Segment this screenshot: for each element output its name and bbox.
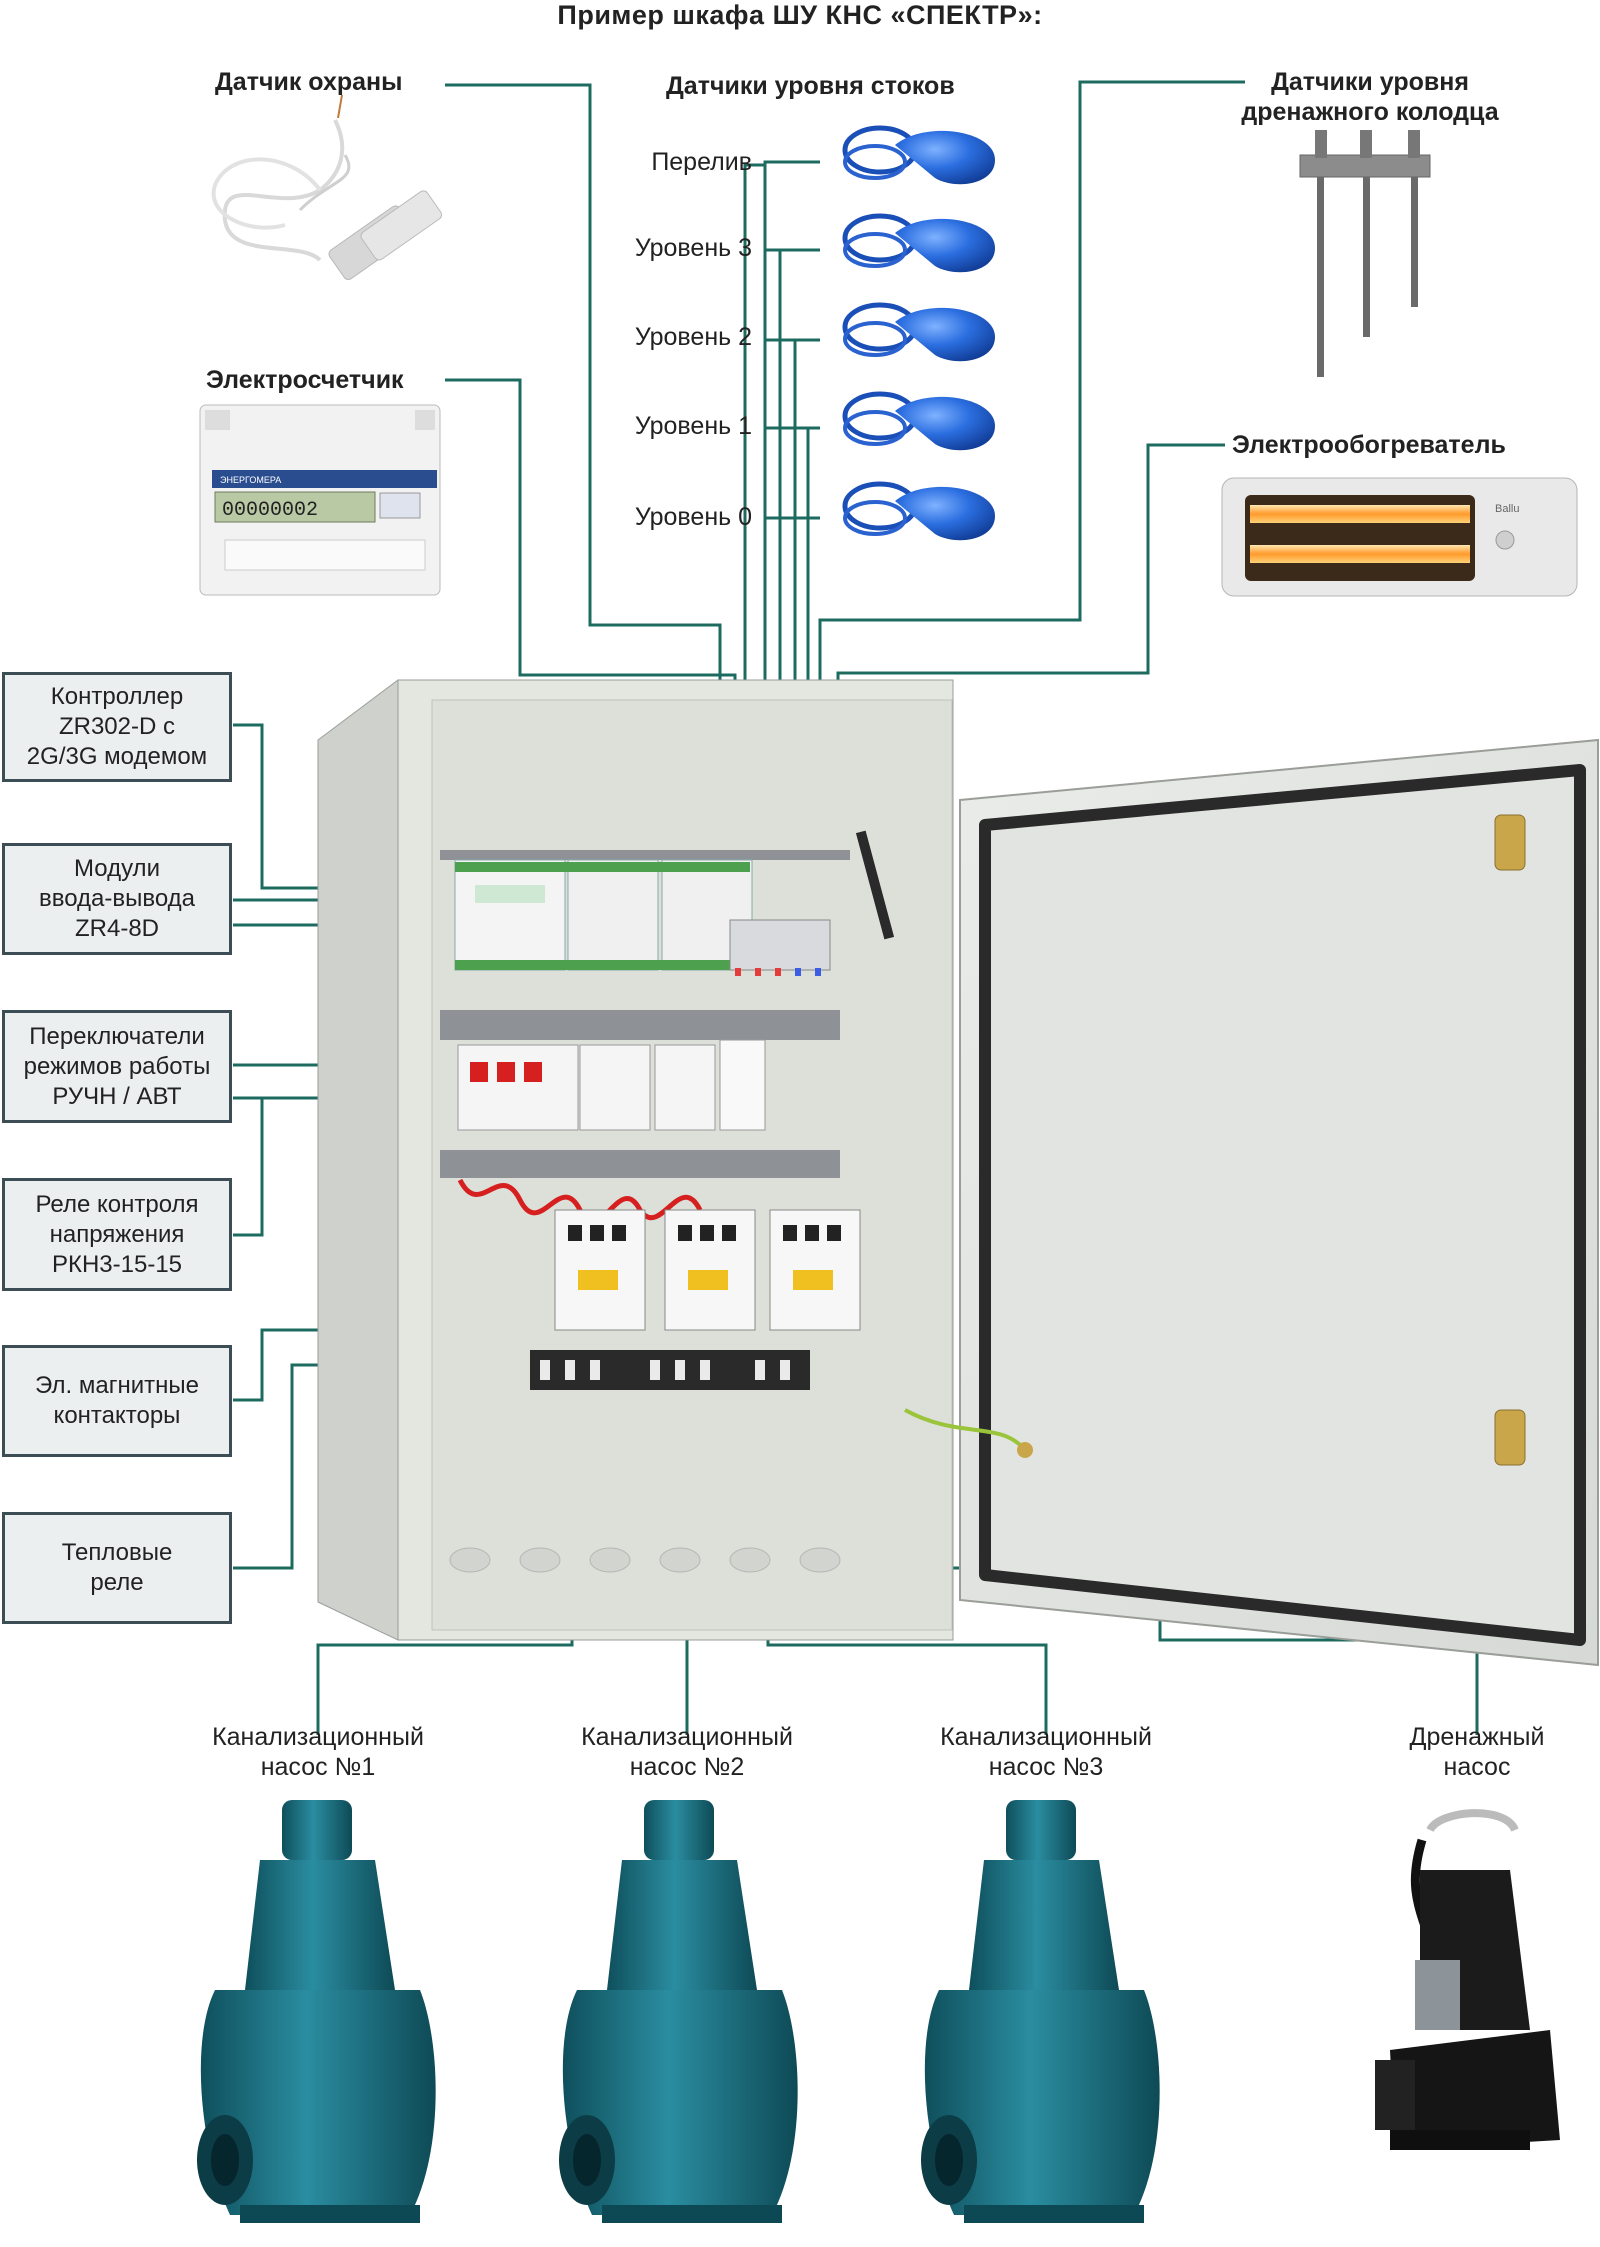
drainage-pump-label: Дренажный насос [1357, 1722, 1597, 1782]
callout-mode-switches-line: РУЧН / АВТ [52, 1082, 182, 1110]
callout-io-modules-line: Модули [74, 855, 160, 882]
callout-controller: Контроллер ZR302-D с 2G/3G модемом [2, 672, 232, 782]
electric-meter-label: Электросчетчик [206, 366, 404, 394]
page-title: Пример шкафа ШУ КНС «СПЕКТР»: [557, 0, 1043, 30]
drainage-pump-label-line1: Дренажный [1409, 1723, 1545, 1751]
pump-2-label-line1: Канализационный [581, 1723, 793, 1751]
callout-controller-line: ZR302-D с [58, 713, 175, 740]
level-label-overflow: Перелив [651, 148, 752, 176]
callout-mode-switches: Переключатели режимов работы РУЧН / АВТ [2, 1010, 232, 1123]
heater-brand: Ballu [1495, 503, 1519, 515]
sewage-pump-1-image [197, 1800, 436, 2223]
callout-io-modules-line: ввода-вывода [38, 885, 196, 912]
pump-2-label: Канализационный насос №2 [537, 1722, 837, 1782]
drain-well-electrodes-image [1299, 130, 1431, 377]
callout-thermal-relays: Тепловые реле [2, 1512, 232, 1624]
level-label-3: Уровень 3 [634, 234, 752, 262]
callout-thermal-relays-line: реле [90, 1569, 144, 1596]
level-label-1: Уровень 1 [634, 412, 752, 440]
pump-3-label: Канализационный насос №3 [896, 1722, 1196, 1782]
callout-contactors-line: Эл. магнитные [35, 1372, 199, 1399]
float-sensor-level-1 [842, 391, 995, 451]
float-sensors [842, 125, 995, 541]
callout-controller-line: 2G/3G модемом [26, 743, 208, 770]
callout-mode-switches-line: Переключатели [29, 1022, 205, 1050]
electric-meter-image: ЭНЕРГОМЕРА 00000002 [199, 404, 441, 596]
drain-well-sensors-label-line1: Датчики уровня [1271, 68, 1469, 96]
callout-io-modules-line: ZR4-8D [74, 915, 159, 942]
drain-well-sensors-label-line2: дренажного колодца [1241, 98, 1499, 126]
callout-voltage-relay: Реле контроля напряжения РКН3-15-15 [2, 1178, 232, 1291]
level-label-0: Уровень 0 [634, 503, 752, 531]
callout-contactors-line: контакторы [53, 1402, 181, 1429]
float-sensor-overflow [842, 125, 995, 185]
drainage-pump-image [1375, 1809, 1560, 2150]
pump-3-label-line1: Канализационный [940, 1723, 1152, 1751]
security-sensor-image [211, 94, 443, 280]
meter-reading: 00000002 [222, 499, 318, 522]
float-sensor-level-0 [842, 481, 995, 541]
callout-voltage-relay-line: Реле контроля [35, 1190, 199, 1218]
callout-contactors: Эл. магнитные контакторы [2, 1345, 232, 1457]
callout-io-modules: Модули ввода-вывода ZR4-8D [2, 843, 232, 955]
heater-image: Ballu [1221, 477, 1578, 597]
security-sensor-label: Датчик охраны [215, 68, 403, 96]
callout-mode-switches-line: режимов работы [23, 1052, 211, 1080]
drainage-pump-label-line2: насос [1443, 1753, 1511, 1781]
sewage-level-sensors-label: Датчики уровня стоков [666, 72, 955, 100]
pump-1-label-line2: насос №1 [260, 1753, 376, 1781]
pump-1-label: Канализационный насос №1 [168, 1722, 468, 1782]
float-sensor-level-3 [842, 213, 995, 273]
pump-2-label-line2: насос №2 [629, 1753, 745, 1781]
sewage-pump-3-image [921, 1800, 1160, 2223]
heater-label: Электрообогреватель [1232, 431, 1506, 459]
callout-voltage-relay-line: напряжения [49, 1220, 185, 1248]
pump-3-label-line2: насос №3 [988, 1753, 1104, 1781]
sewage-pump-2-image [559, 1800, 798, 2223]
float-sensor-level-2 [842, 302, 995, 362]
callout-thermal-relays-line: Тепловые [61, 1539, 173, 1566]
level-label-2: Уровень 2 [634, 323, 752, 351]
meter-brand: ЭНЕРГОМЕРА [220, 475, 281, 485]
callout-controller-line: Контроллер [50, 683, 184, 710]
control-cabinet [317, 679, 1599, 1667]
callout-voltage-relay-line: РКН3-15-15 [51, 1250, 183, 1278]
pump-1-label-line1: Канализационный [212, 1723, 424, 1751]
